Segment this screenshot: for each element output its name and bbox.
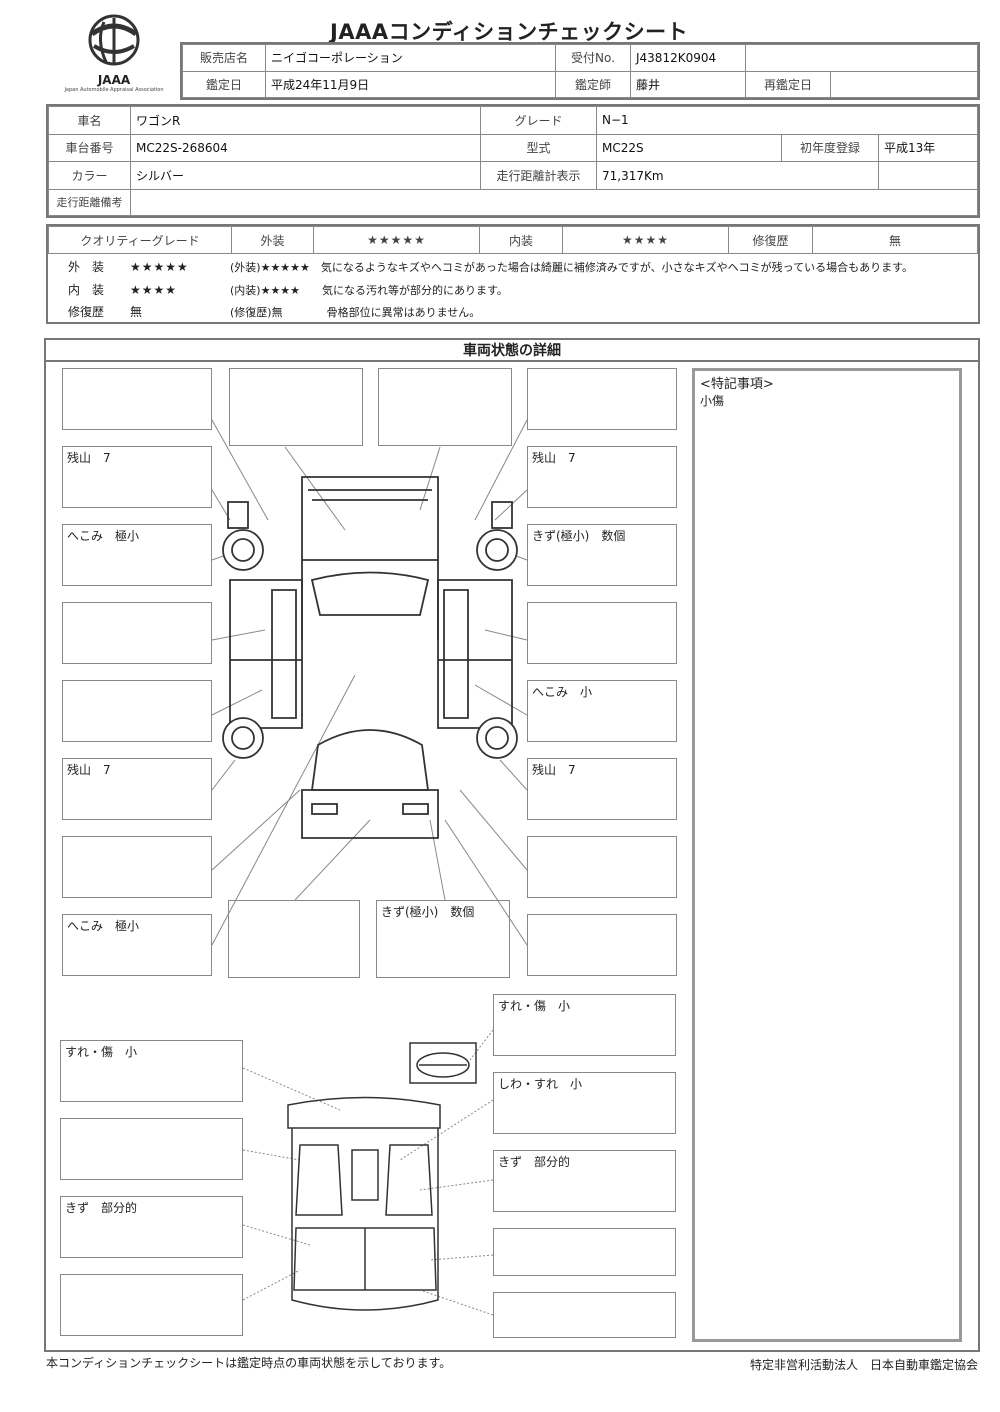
callout-bottom-1	[228, 900, 360, 978]
quality-line-note: (修復歴)無 骨格部位に異常はありません。	[230, 306, 481, 319]
callout-interior-left-1: すれ・傷 小	[60, 1040, 243, 1102]
quality-line-interior: 内 装 ★★★★ (内装)★★★★ 気になる汚れ等が部分的にあります。	[68, 281, 978, 301]
callout-right-7	[527, 836, 677, 898]
model-value: MC22S	[596, 133, 782, 163]
first-reg-label: 初年度登録	[781, 133, 879, 163]
interior-stars: ★★★★	[562, 226, 729, 254]
grade-value: N−1	[596, 106, 978, 135]
logo-sub: Japan Automobile Appraisal Association	[64, 87, 164, 93]
callout-interior-right-3: きず 部分的	[493, 1150, 676, 1212]
steering-wheel-icon	[409, 1042, 477, 1084]
quality-line-stars: ★★★★★	[130, 260, 189, 274]
quality-line-stars: ★★★★	[130, 283, 178, 297]
callout-right-1	[527, 368, 677, 430]
callout-interior-left-2	[60, 1118, 243, 1180]
callout-left-5	[62, 680, 212, 742]
header-table: 販売店名 ニイゴコーポレーション 受付No. J43812K0904 鑑定日 平…	[180, 42, 980, 100]
quality-section: クオリティーグレード 外装 ★★★★★ 内装 ★★★★ 修復歴 無 外 装 ★★★…	[46, 224, 980, 324]
quality-line-note: (内装)★★★★ 気になる汚れ等が部分的にあります。	[230, 284, 508, 297]
detail-section: 車両状態の詳細	[44, 338, 980, 1352]
car-name-label: 車名	[48, 106, 131, 135]
first-reg-value: 平成13年	[878, 133, 978, 163]
car-body-outline	[227, 476, 513, 839]
quality-line-key: 修復歴	[68, 305, 105, 319]
reappraisal-value	[830, 70, 978, 98]
callout-left-2: 残山 7	[62, 446, 212, 508]
repair-value: 無	[812, 226, 978, 254]
callout-interior-right-4	[493, 1228, 676, 1276]
repair-label: 修復歴	[728, 226, 813, 254]
callout-top-2	[378, 368, 512, 446]
special-notes-box: <特記事項> 小傷	[692, 368, 962, 1342]
special-notes-text: 小傷	[700, 394, 725, 408]
callout-right-4	[527, 602, 677, 664]
quality-line-key: 外 装	[68, 260, 105, 274]
callout-right-5: へこみ 小	[527, 680, 677, 742]
interior-label: 内装	[479, 226, 563, 254]
callout-left-4	[62, 602, 212, 664]
mileage-blank	[878, 161, 978, 190]
quality-line-repair: 修復歴 無 (修復歴)無 骨格部位に異常はありません。	[68, 303, 978, 323]
callout-right-6: 残山 7	[527, 758, 677, 820]
jaaa-logo: JAAA Japan Automobile Appraisal Associat…	[55, 12, 173, 100]
vehicle-table: 車名 ワゴンR グレード N−1 車台番号 MC22S-268604 型式 MC…	[46, 104, 980, 218]
callout-interior-right-5	[493, 1292, 676, 1338]
appraiser-label: 鑑定師	[555, 70, 631, 98]
car-name-value: ワゴンR	[130, 106, 481, 135]
callout-right-3: きず(極小) 数個	[527, 524, 677, 586]
appraisal-date-label: 鑑定日	[182, 70, 266, 98]
quality-grade-label: クオリティーグレード	[48, 226, 232, 254]
callout-right-8	[527, 914, 677, 976]
callout-interior-right-1: すれ・傷 小	[493, 994, 676, 1056]
footer-right: 特定非営利活動法人 日本自動車鑑定協会	[749, 1358, 978, 1372]
callout-interior-left-3: きず 部分的	[60, 1196, 243, 1258]
callout-left-8: へこみ 極小	[62, 914, 212, 976]
footer-left: 本コンディションチェックシートは鑑定時点の車両状態を示しております。	[46, 1356, 452, 1370]
reappraisal-label: 再鑑定日	[745, 70, 831, 98]
mileage-note-label: 走行距離備考	[48, 188, 131, 217]
quality-line-stars: 無	[130, 305, 143, 319]
appraisal-date-value: 平成24年11月9日	[265, 70, 556, 98]
interior-seats-diagram	[287, 1096, 441, 1311]
exterior-label: 外装	[231, 226, 314, 254]
grade-label: グレード	[480, 106, 597, 135]
quality-line-key: 内 装	[68, 283, 105, 297]
callout-interior-right-2: しわ・すれ 小	[493, 1072, 676, 1134]
callout-interior-left-4	[60, 1274, 243, 1336]
logo-name: JAAA	[97, 73, 131, 87]
callout-left-3: へこみ 極小	[62, 524, 212, 586]
quality-line-exterior: 外 装 ★★★★★ (外装)★★★★★ 気になるようなキズやヘコミがあった場合は綺麗…	[68, 258, 978, 278]
callout-left-6: 残山 7	[62, 758, 212, 820]
appraiser-value: 藤井	[630, 70, 746, 98]
sheet-title: JAAAコンディションチェックシート	[330, 20, 689, 44]
exterior-stars: ★★★★★	[313, 226, 480, 254]
quality-line-note: (外装)★★★★★ 気になるようなキズやヘコミがあった場合は綺麗に補修済みですが…	[230, 261, 914, 274]
detail-title: 車両状態の詳細	[46, 340, 978, 362]
color-label: カラー	[48, 161, 131, 190]
callout-left-1	[62, 368, 212, 430]
special-notes-title: <特記事項>	[700, 377, 774, 392]
callout-bottom-2: きず(極小) 数個	[376, 900, 510, 978]
dealer-value: ニイゴコーポレーション	[265, 44, 556, 72]
callout-top-1	[229, 368, 363, 446]
callout-left-7	[62, 836, 212, 898]
jaaa-globe-icon	[88, 14, 140, 66]
mileage-note-value	[130, 188, 978, 217]
callout-right-2: 残山 7	[527, 446, 677, 508]
wheel-icons	[222, 529, 518, 759]
